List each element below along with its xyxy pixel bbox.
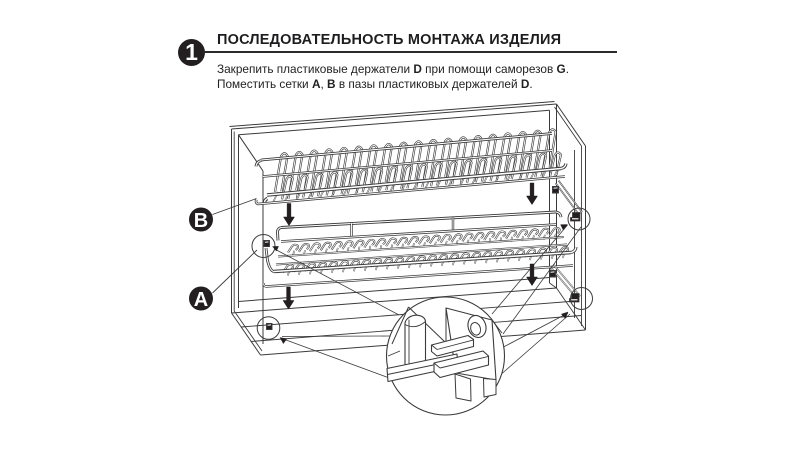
down-arrow-icon-right-upper xyxy=(526,182,538,206)
down-arrow-icon-left-upper xyxy=(283,203,295,227)
holder-callout-bottom-left xyxy=(256,316,288,345)
magnifier-leader-lines xyxy=(276,224,582,380)
down-arrow-icon-left-lower xyxy=(282,286,295,310)
holder-callout-bottom-right xyxy=(560,287,593,319)
insertion-arrows xyxy=(282,182,538,310)
part-labels: BA xyxy=(189,198,258,311)
rack-b-label-badge: B xyxy=(189,207,213,232)
instruction-line-1: Закрепить пластиковые держатели D при по… xyxy=(217,61,569,76)
rack-b-front-loops xyxy=(280,151,562,200)
side-rails-right xyxy=(549,180,583,303)
right-rail-upper xyxy=(552,180,583,222)
step-number-badge: 1 xyxy=(178,39,205,66)
instruction-text: Закрепить пластиковые держатели D при по… xyxy=(217,62,569,92)
down-arrow-icon-right-lower xyxy=(526,263,538,287)
holder-callout-top-right xyxy=(560,207,591,231)
rack-a-cup-rack xyxy=(262,210,578,288)
rack-a-label: A xyxy=(194,289,208,311)
rack-a-zigzag-front xyxy=(282,246,570,276)
header-rule xyxy=(203,51,617,53)
instruction-line-2: Поместить сетки A, B в пазы пластиковых … xyxy=(217,76,533,91)
right-rail-lower xyxy=(549,263,581,303)
holder-callouts xyxy=(251,207,593,345)
detail-magnifier xyxy=(385,296,506,416)
rack-b-plate-rack xyxy=(254,128,568,206)
step-number: 1 xyxy=(185,39,198,65)
page-title: ПОСЛЕДОВАТЕЛЬНОСТЬ МОНТАЖА ИЗДЕЛИЯ xyxy=(217,32,562,48)
rack-b-label: B xyxy=(194,210,208,232)
rack-a-label-badge: A xyxy=(189,286,213,311)
holder-callout-left-middle xyxy=(251,234,279,258)
holder-closeup xyxy=(386,306,503,402)
